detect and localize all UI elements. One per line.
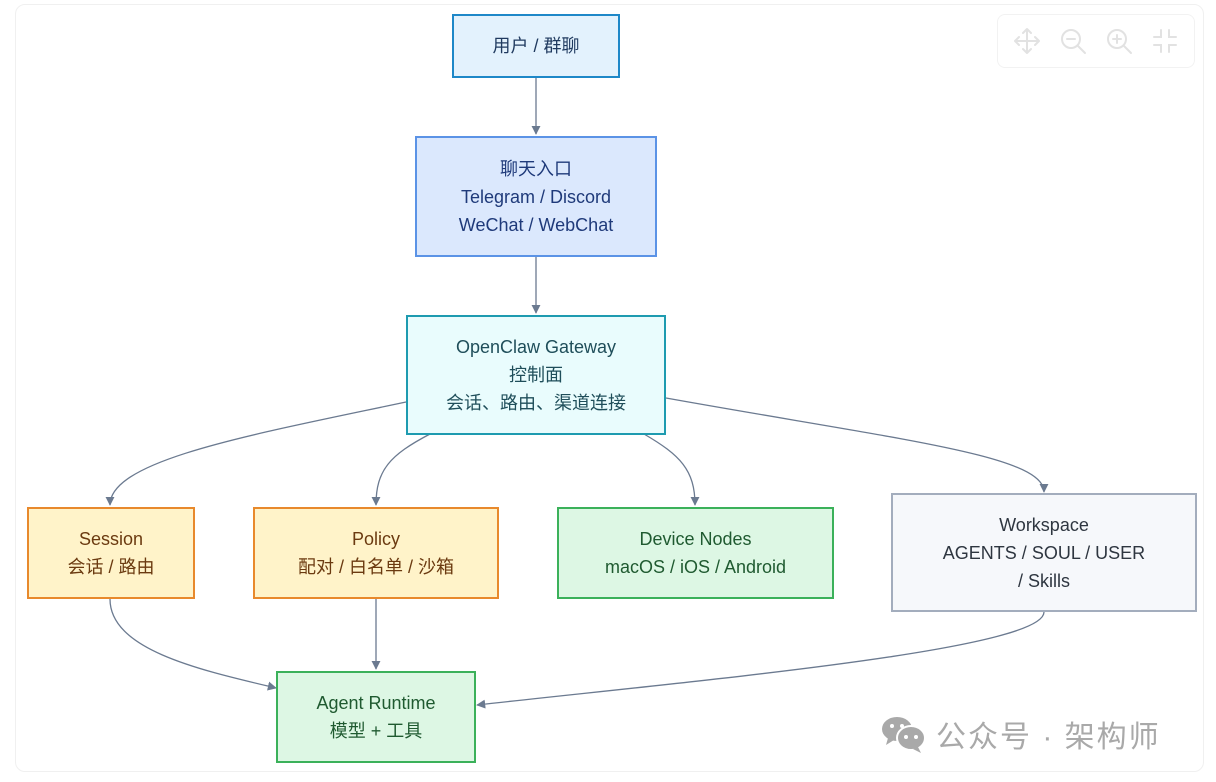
zoom-in-button[interactable] — [1102, 24, 1136, 58]
node-gateway-line: 控制面 — [509, 365, 563, 385]
node-session-title: Session — [78, 529, 144, 549]
zoom-in-icon — [1107, 29, 1132, 54]
node-session[interactable]: Session 会话 / 路由 — [27, 507, 195, 599]
node-chat-line: Telegram / Discord — [460, 186, 612, 207]
collapse-icon — [1153, 29, 1177, 53]
node-workspace[interactable]: Workspace AGENTS / SOUL / USER / Skills — [891, 493, 1197, 612]
zoom-out-icon — [1061, 29, 1086, 54]
pan-button[interactable] — [1010, 24, 1044, 58]
node-policy-line: 配对 / 白名单 / 沙箱 — [297, 557, 454, 577]
edge-session-runtime — [109, 598, 277, 691]
node-runtime-title: Agent Runtime — [316, 693, 436, 713]
node-gateway-title: OpenClaw Gateway — [455, 337, 617, 357]
node-session-line: 会话 / 路由 — [67, 557, 155, 577]
node-workspace-title: Workspace — [999, 514, 1089, 535]
watermark: 公众号 · 架构师 — [880, 712, 1161, 756]
move-icon — [1014, 28, 1040, 54]
node-workspace-line: / Skills — [1017, 570, 1070, 591]
wechat-icon — [882, 717, 926, 753]
node-devices-line: macOS / iOS / Android — [604, 557, 787, 577]
node-workspace-line: AGENTS / SOUL / USER — [942, 542, 1146, 563]
node-chat-title: 聊天入口 — [500, 158, 572, 179]
node-user[interactable]: 用户 / 群聊 — [452, 14, 620, 78]
node-policy-title: Policy — [351, 529, 400, 549]
node-agent-runtime[interactable]: Agent Runtime 模型 + 工具 — [276, 671, 476, 763]
edge-gateway-session — [105, 401, 407, 506]
edge-gateway-workspace — [665, 397, 1049, 493]
node-devices-title: Device Nodes — [639, 529, 752, 549]
edge-workspace-runtime — [476, 611, 1045, 709]
edge-gateway-policy — [371, 433, 431, 506]
node-chat-entry[interactable]: 聊天入口 Telegram / Discord WeChat / WebChat — [415, 136, 657, 257]
fit-view-button[interactable] — [1148, 24, 1182, 58]
node-gateway[interactable]: OpenClaw Gateway 控制面 会话、路由、渠道连接 — [406, 315, 666, 435]
zoom-out-button[interactable] — [1056, 24, 1090, 58]
node-runtime-line: 模型 + 工具 — [329, 721, 423, 741]
diagram-toolbar — [997, 14, 1195, 68]
node-user-label: 用户 / 群聊 — [492, 36, 580, 56]
node-gateway-line: 会话、路由、渠道连接 — [446, 393, 626, 413]
node-chat-line: WeChat / WebChat — [458, 214, 614, 235]
node-policy[interactable]: Policy 配对 / 白名单 / 沙箱 — [253, 507, 499, 599]
node-device-nodes[interactable]: Device Nodes macOS / iOS / Android — [557, 507, 834, 599]
edge-gateway-devices — [643, 433, 700, 506]
watermark-text: 公众号 · 架构师 — [936, 721, 1161, 754]
